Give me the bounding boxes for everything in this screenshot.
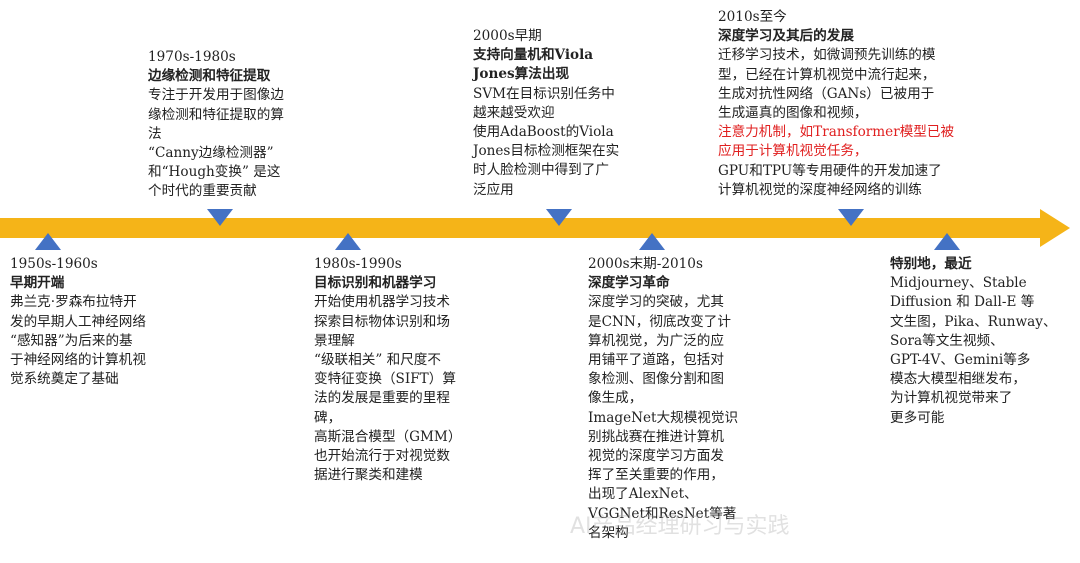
era-block-1950s: 1950s-1960s 早期开端 弗兰克·罗森布拉特开 发的早期人工神经网络 “… xyxy=(10,255,146,389)
era-text-line: 泛应用 xyxy=(473,181,514,198)
era-title: 支持向量机和Viola xyxy=(473,47,594,64)
era-text-line: 于神经网络的计算机视 xyxy=(10,352,146,369)
era-text-line: 模态大模型相继发布， xyxy=(890,371,1026,388)
era-text-line: 计算机视觉的深度神经网络的训练 xyxy=(718,181,922,198)
era-block-2000s-early: 2000s早期 支持向量机和Viola Jones算法出现 SVM在目标识别任务… xyxy=(473,27,619,200)
era-block-recent: 特别地，最近 Midjourney、Stable Diffusion 和 Dal… xyxy=(890,255,1057,428)
era-text-line: 弗兰克·罗森布拉特开 xyxy=(10,294,137,311)
era-text-line: 算机视觉，为广泛的应 xyxy=(588,332,724,349)
timeline-arrow-shaft xyxy=(0,218,1042,238)
era-text-line: “感知器”为后来的基 xyxy=(10,332,133,349)
marker-2000s-late xyxy=(639,233,665,250)
era-text-line: Diffusion 和 Dall-E 等 xyxy=(890,294,1035,311)
era-text-line: 变特征变换（SIFT）算 xyxy=(314,371,456,388)
era-text-line: 和“Hough变换” 是这 xyxy=(148,164,281,181)
era-block-1980s: 1980s-1990s 目标识别和机器学习 开始使用机器学习技术 探索目标物体识… xyxy=(314,255,461,485)
era-text-line: 觉系统奠定了基础 xyxy=(10,371,119,388)
era-period: 2000s末期-2010s xyxy=(588,256,703,272)
era-text-line: 象检测、图像分割和图 xyxy=(588,371,724,388)
marker-2000s-early xyxy=(546,209,572,226)
era-text-line: 生成逼真的图像和视频， xyxy=(718,105,868,122)
era-text-line: 文生图，Pika、Runway、 xyxy=(890,313,1057,330)
era-text-line: GPU和TPU等专用硬件的开发加速了 xyxy=(718,162,942,179)
era-text-line: 也开始流行于对视觉数 xyxy=(314,448,450,465)
era-text-line: ImageNet大规模视觉识 xyxy=(588,409,739,426)
era-text-line: 视觉的深度学习方面发 xyxy=(588,448,724,465)
era-text-line: 时人脸检测中得到了广 xyxy=(473,162,609,179)
era-text-line: 碑， xyxy=(314,409,342,426)
era-text-line: 缘检测和特征提取的算 xyxy=(148,106,284,123)
era-title: 目标识别和机器学习 xyxy=(314,275,437,292)
era-text-line: 高斯混合模型（GMM） xyxy=(314,428,462,445)
marker-1980s xyxy=(335,233,361,250)
era-block-2010s: 2010s至今 深度学习及其后的发展 迁移学习技术，如微调预先训练的模 型，已经… xyxy=(718,8,954,200)
era-title: 特别地，最近 xyxy=(890,256,972,272)
era-text-line: VGGNet和ResNet等著 xyxy=(588,505,737,522)
era-text-line: 越来越受欢迎 xyxy=(473,104,555,121)
era-text-line: 使用AdaBoost的Viola xyxy=(473,124,614,141)
era-text-line: SVM在目标识别任务中 xyxy=(473,85,615,102)
era-text-line: 开始使用机器学习技术 xyxy=(314,294,450,311)
era-text-line: 挥了至关重要的作用， xyxy=(588,467,724,484)
era-text-line: Midjourney、Stable xyxy=(890,275,1027,292)
era-period: 2010s至今 xyxy=(718,9,787,25)
era-title: 深度学习及其后的发展 xyxy=(718,28,854,45)
era-text-line: 生成对抗性网络（GANs）已被用于 xyxy=(718,85,935,102)
era-text-line: 发的早期人工神经网络 xyxy=(10,313,146,330)
era-title-continued: Jones算法出现 xyxy=(473,66,570,83)
era-text-line: 像生成， xyxy=(588,390,643,407)
era-text-line: 迁移学习技术，如微调预先训练的模 xyxy=(718,47,936,64)
watermark-text: AI产品经理研习与实践 xyxy=(570,514,790,539)
era-text-line: “级联相关” 和尺度不 xyxy=(314,352,441,369)
era-text-line: 法 xyxy=(148,125,162,142)
era-text-line: GPT-4V、Gemini等多 xyxy=(890,352,1031,369)
era-text-line: 型，已经在计算机视觉中流行起来， xyxy=(718,66,936,83)
era-text-line: 专注于开发用于图像边 xyxy=(148,87,284,104)
marker-1970s xyxy=(207,209,233,226)
era-text-line: 名架构 xyxy=(588,524,629,541)
era-text-line: 用铺平了道路，包括对 xyxy=(588,352,724,369)
era-text-line: 个时代的重要贡献 xyxy=(148,183,257,200)
era-text-line: 景理解 xyxy=(314,332,355,349)
era-highlight-line: 注意力机制，如Transformer模型已被 xyxy=(718,124,955,141)
era-text-line: “Canny边缘检测器” xyxy=(148,145,274,162)
era-text-line: 别挑战赛在推进计算机 xyxy=(588,428,724,445)
era-text-line: 是CNN，彻底改变了计 xyxy=(588,313,731,330)
era-text-line: 深度学习的突破，尤其 xyxy=(588,294,724,311)
era-text-line: 法的发展是重要的里程 xyxy=(314,390,450,407)
era-highlight-line: 应用于计算机视觉任务， xyxy=(718,143,868,160)
era-title: 深度学习革命 xyxy=(588,275,670,292)
era-text-line: 探索目标物体识别和场 xyxy=(314,313,450,330)
era-period: 1970s-1980s xyxy=(148,49,236,65)
era-text-line: Jones目标检测框架在实 xyxy=(473,143,620,160)
era-text-line: 为计算机视觉带来了 xyxy=(890,390,1013,407)
era-period: 2000s早期 xyxy=(473,28,542,44)
timeline-arrow-head xyxy=(1040,209,1070,247)
era-block-2000s-late: 2000s末期-2010s 深度学习革命 深度学习的突破，尤其 是CNN，彻底改… xyxy=(588,255,738,543)
marker-2010s xyxy=(838,209,864,226)
marker-1950s xyxy=(35,233,61,250)
era-text-line: Sora等文生视频、 xyxy=(890,332,1004,349)
marker-recent xyxy=(934,233,960,250)
era-block-1970s: 1970s-1980s 边缘检测和特征提取 专注于开发用于图像边 缘检测和特征提… xyxy=(148,48,284,202)
era-text-line: 更多可能 xyxy=(890,409,945,426)
era-period: 1980s-1990s xyxy=(314,256,402,272)
era-title: 早期开端 xyxy=(10,275,65,292)
era-period: 1950s-1960s xyxy=(10,256,98,272)
era-title: 边缘检测和特征提取 xyxy=(148,68,271,85)
era-text-line: 出现了AlexNet、 xyxy=(588,486,698,503)
era-text-line: 据进行聚类和建模 xyxy=(314,467,423,484)
